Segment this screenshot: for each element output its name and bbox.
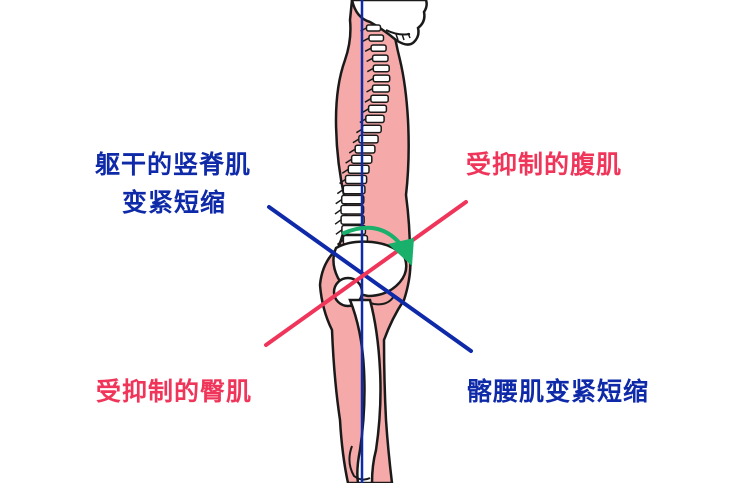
femur (348, 298, 382, 483)
label-abdominals: 受抑制的腹肌 (466, 150, 623, 179)
vertebra-process (334, 209, 342, 215)
vertebra-process (335, 229, 343, 235)
vertebra (367, 104, 388, 114)
label-erector-spinae-line2: 变紧短缩 (122, 188, 227, 217)
skull (350, 0, 428, 46)
vertebra-process (364, 98, 372, 103)
vertebra-process (336, 188, 344, 195)
vertebra (344, 174, 368, 185)
vertebra (370, 94, 389, 103)
vertebra (372, 64, 390, 73)
vertebra-process (334, 219, 342, 225)
label-glutes: 受抑制的臀肌 (96, 377, 253, 406)
vertebra-process (352, 138, 360, 144)
blue-diagonal-line (267, 205, 473, 353)
vertebra-process (366, 57, 373, 63)
vertebra (372, 74, 391, 83)
red-diagonal-line (264, 200, 468, 347)
vertebra-process (348, 148, 356, 154)
knee-cap (348, 445, 371, 481)
vertebra (347, 164, 370, 175)
vertebra-process (335, 198, 343, 205)
vertebra-process (336, 239, 344, 246)
vertebra-process (341, 168, 349, 174)
vertebra (371, 54, 389, 63)
vertebra-process (366, 77, 374, 83)
spine (334, 24, 391, 246)
pelvic-tilt-arrow (342, 225, 414, 266)
vertebra (340, 194, 365, 205)
teeth (395, 32, 411, 41)
vertebra (361, 124, 382, 134)
vertebra-process (364, 47, 372, 52)
vertebra-process (362, 37, 370, 42)
vertebra-process (366, 87, 373, 93)
vertebra (340, 214, 365, 225)
vertebra-process (339, 178, 346, 185)
leg-bones (348, 298, 382, 483)
label-iliopsoas: 髂腰肌变紧短缩 (467, 377, 650, 406)
vertebra (371, 84, 391, 93)
vertebra (365, 114, 385, 124)
vertebra (354, 144, 376, 154)
vertebra (365, 24, 382, 32)
label-erector-spinae-line1: 躯干的竖脊肌 (95, 150, 252, 179)
pelvic-tilt-arrowhead (388, 238, 414, 266)
vertebra (368, 34, 385, 42)
vertebra (370, 44, 387, 53)
vertebra-process (366, 67, 374, 73)
vertebra (340, 204, 365, 215)
vertebra-process (345, 158, 353, 164)
pelvic-tilt-arc (342, 225, 404, 248)
vertebra-process (362, 108, 369, 114)
